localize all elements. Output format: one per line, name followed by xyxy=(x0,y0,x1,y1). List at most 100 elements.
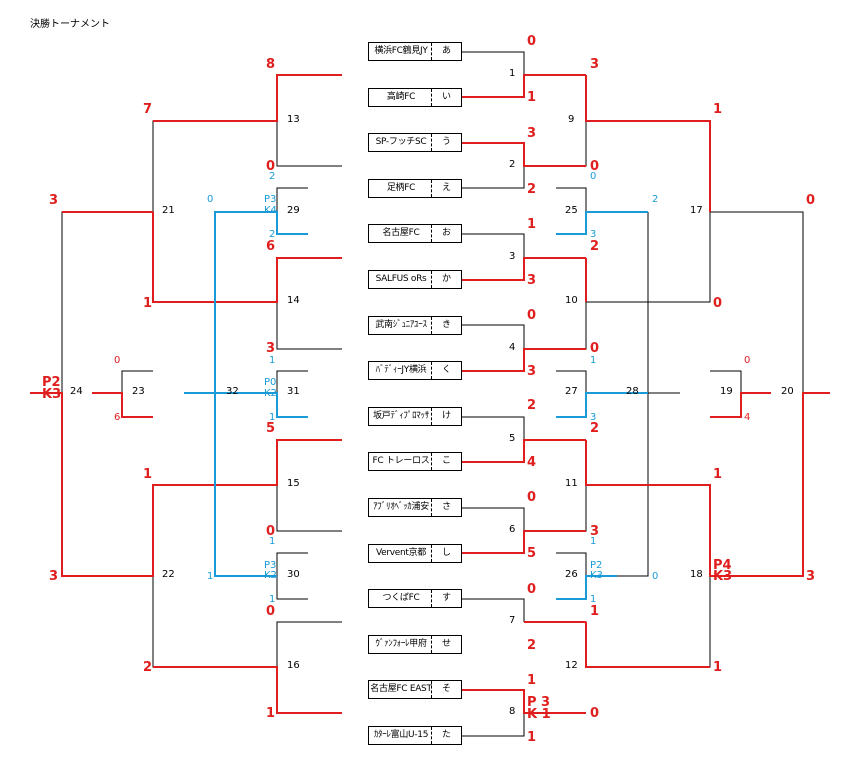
match-number: 19 xyxy=(720,386,733,397)
score: 3 xyxy=(266,341,276,356)
score: 2 xyxy=(590,421,600,436)
playoff-score: 0 xyxy=(744,355,751,366)
score: 1 xyxy=(713,467,723,482)
team-kana: き xyxy=(431,316,461,334)
score: 2 xyxy=(527,398,537,413)
match-number: 9 xyxy=(568,114,575,125)
match-number: 18 xyxy=(690,569,703,580)
score: 7 xyxy=(143,102,153,117)
team-name: FC トレーロス xyxy=(372,456,430,467)
team-name: 足柄FC xyxy=(386,182,416,193)
team-kana: そ xyxy=(431,681,461,699)
match-number: 15 xyxy=(287,478,300,489)
score: 0 xyxy=(527,34,537,49)
match-number: 3 xyxy=(509,251,516,262)
score: 1 xyxy=(527,90,537,105)
pk-score: 1 xyxy=(207,571,214,582)
playoff-score: 0 xyxy=(114,355,121,366)
playoff-score: 4 xyxy=(744,412,751,423)
score: 3 xyxy=(49,569,59,584)
match-number: 1 xyxy=(509,68,516,79)
score: 0 xyxy=(590,706,600,721)
team-box: 坂戸ﾃﾞｨﾌﾟﾛﾏｯｻけ xyxy=(368,406,462,426)
pk-score: P3 xyxy=(264,560,277,571)
team-kana: い xyxy=(431,88,461,106)
score: 1 xyxy=(527,217,537,232)
score: 1 xyxy=(527,673,537,688)
score: 0 xyxy=(590,341,600,356)
score: 0 xyxy=(713,296,723,311)
match-number: 14 xyxy=(287,295,300,306)
match-number: 28 xyxy=(626,386,639,397)
score: 5 xyxy=(266,421,276,436)
team-kana: し xyxy=(431,544,461,562)
score: 3 xyxy=(527,273,537,288)
bracket-lines-blue xyxy=(184,211,648,600)
team-name: Vervent京都 xyxy=(375,547,427,558)
team-name: SALFUS oRs xyxy=(375,274,427,284)
pk-score: 1 xyxy=(590,594,597,605)
score: 4 xyxy=(527,455,537,470)
team-name: SP-フッチSC xyxy=(375,137,427,148)
team-kana: お xyxy=(431,225,461,243)
pk-score: 1 xyxy=(590,355,597,366)
pk-score: 2 xyxy=(269,229,276,240)
match-number: 13 xyxy=(287,114,300,125)
team-name: ｶﾀｰﾚ富山U-15 xyxy=(373,730,429,740)
pk-score: 1 xyxy=(269,536,276,547)
team-box: 武南ｼﾞｭﾆｱﾕｰｽき xyxy=(368,315,462,335)
match-number: 4 xyxy=(509,342,516,353)
team-name: ｳﾞｧﾝﾌｫｰﾚ甲府 xyxy=(375,638,427,649)
team-box: 名古屋FC お xyxy=(368,224,462,244)
score: 3 xyxy=(590,57,600,72)
score: 3 xyxy=(49,193,59,208)
score: 2 xyxy=(590,239,600,254)
score: 8 xyxy=(266,57,276,72)
match-number: 2 xyxy=(509,159,516,170)
team-box: ﾊﾞﾃﾞｨｰJY横浜く xyxy=(368,361,462,381)
score: P 3 xyxy=(527,695,551,710)
team-name: 名古屋FC xyxy=(382,228,420,239)
pk-score: K2 xyxy=(264,388,277,399)
bracket-lines-black xyxy=(61,51,804,737)
score: 0 xyxy=(806,193,816,208)
score: 1 xyxy=(143,467,153,482)
team-box: ｱﾌﾞﾘｵﾍﾞｯｶ浦安さ xyxy=(368,498,462,517)
team-box: Vervent京都し xyxy=(368,543,462,563)
team-name: 坂戸ﾃﾞｨﾌﾟﾛﾏｯｻ xyxy=(373,410,429,421)
match-number: 11 xyxy=(565,478,578,489)
pk-score: P2 xyxy=(590,560,603,571)
team-kana: す xyxy=(431,590,461,608)
score: 0 xyxy=(266,524,276,539)
pk-score: 1 xyxy=(269,355,276,366)
playoff-score: 6 xyxy=(114,412,121,423)
match-number: 31 xyxy=(287,386,300,397)
match-number: 21 xyxy=(162,205,175,216)
pk-score: 1 xyxy=(590,536,597,547)
score: 0 xyxy=(590,159,600,174)
team-kana: た xyxy=(431,727,461,744)
team-kana: く xyxy=(431,362,461,380)
team-name: 高崎FC xyxy=(386,91,416,102)
score: P4 xyxy=(713,558,732,573)
score: 0 xyxy=(266,159,276,174)
match-number: 29 xyxy=(287,205,300,216)
pk-score: K2 xyxy=(264,570,277,581)
score: 3 xyxy=(527,364,537,379)
team-kana: さ xyxy=(431,499,461,516)
pk-score: K3 xyxy=(590,570,603,581)
score: 1 xyxy=(266,706,276,721)
team-name: ﾊﾞﾃﾞｨｰJY横浜 xyxy=(375,365,427,376)
page-title: 決勝トーナメント xyxy=(30,19,110,30)
pk-score: 2 xyxy=(269,171,276,182)
match-number: 30 xyxy=(287,569,300,580)
team-kana: か xyxy=(431,271,461,288)
team-name: ｱﾌﾞﾘｵﾍﾞｯｶ浦安 xyxy=(373,502,429,512)
score: 1 xyxy=(713,102,723,117)
